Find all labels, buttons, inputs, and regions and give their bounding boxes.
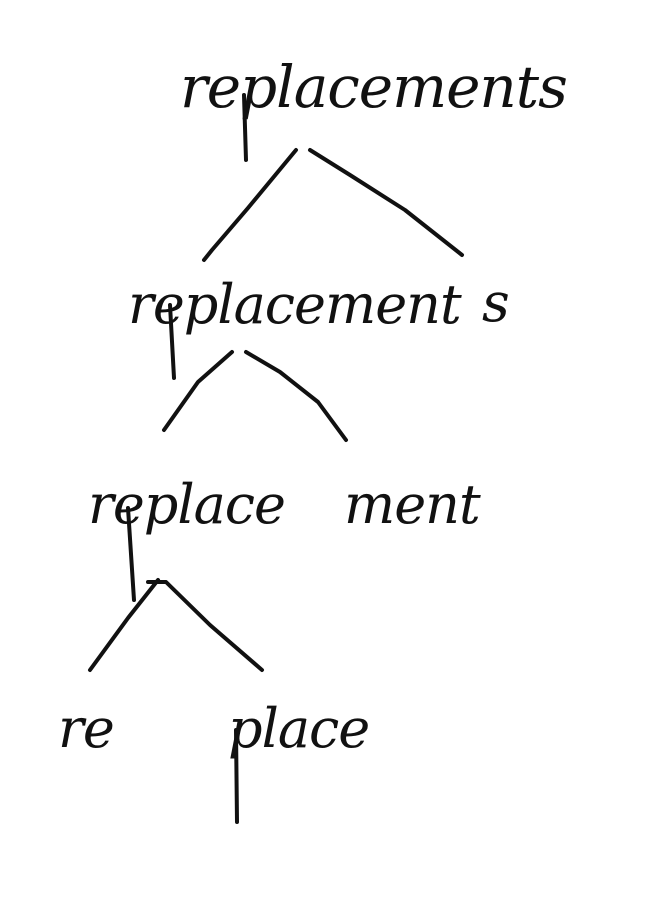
- branch-l2-left: [162, 350, 234, 432]
- descender-level3: [126, 506, 136, 602]
- node-level2-right: s: [482, 271, 510, 334]
- node-level3-right: ment: [344, 473, 481, 536]
- node-level3-left: replace: [88, 473, 286, 536]
- branch-l2-right: [244, 350, 348, 442]
- branch-l3-right: [146, 580, 264, 672]
- node-level2-left: replacement: [128, 273, 462, 336]
- node-level4-right: place: [228, 697, 370, 760]
- branch-l3-left: [88, 578, 160, 672]
- descender-level4: [234, 728, 239, 824]
- branch-root-left: [202, 148, 298, 262]
- branch-root-right: [308, 148, 464, 257]
- node-root: replacements: [180, 53, 568, 121]
- descender-level2: [168, 303, 176, 380]
- node-level4-left: re: [58, 697, 115, 760]
- descender-root: [242, 93, 248, 162]
